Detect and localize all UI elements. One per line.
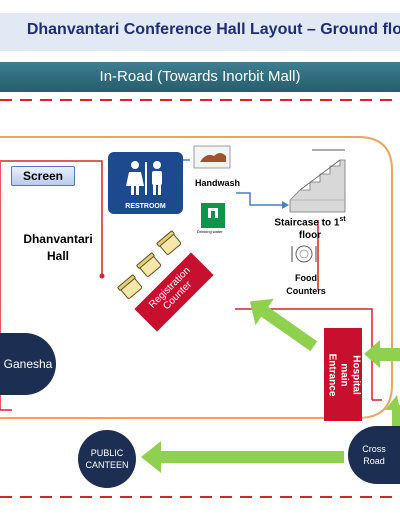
food-counters-label: Food Counters [286,273,326,296]
handwash-label: Handwash [195,178,241,188]
registration-chairs [117,230,182,299]
staircase-label-floor: floor [298,230,322,242]
in-road-label: In-Road (Towards Inorbit Mall) [99,68,301,85]
chair-1 [156,230,182,255]
hall-door-marker [99,273,105,279]
ganesha-marker: Ganesha [0,333,56,395]
ganesha-label: Ganesha [3,357,53,371]
hall-wall-line [0,160,103,276]
staircase-label: Staircase to 1st floor [260,213,360,242]
drinking-water-label: Drinking water [197,229,223,234]
staircase-connector-arrowhead [282,201,289,209]
staircase-label-sup: st [339,216,346,223]
public-canteen-marker: PUBLIC CANTEEN [78,430,136,488]
staircase-connector [236,192,282,206]
title-bar: Dhanvantari Conference Hall Layout – Gro… [0,13,400,51]
hall-label: Dhanvantari Hall [23,232,93,263]
food-counter-icon [291,245,317,263]
route-line [235,308,373,330]
chair-3 [117,274,143,299]
hospital-main-entrance: Hospital main Entrance [324,328,362,421]
screen-label: Screen [11,166,75,186]
restroom-label: RESTROOM [125,203,166,210]
staircase-icon [289,149,346,213]
cross-road-marker: Cross Road [348,426,400,484]
restroom-sign: RESTROOM [108,152,183,214]
chair-2 [136,252,162,277]
staircase-label-main: Staircase to 1 [274,217,340,229]
cross-road-label: Cross Road [362,444,386,466]
building-outline [0,136,393,419]
arrow-to-registration [249,298,318,352]
arrow-to-canteen [141,441,344,473]
page-title: Dhanvantari Conference Hall Layout – Gro… [26,21,400,38]
public-canteen-label: PUBLIC CANTEEN [85,448,129,470]
in-road-bar: In-Road (Towards Inorbit Mall) [0,62,400,92]
drinking-water-icon [201,203,225,228]
hospital-entrance-label: Hospital main Entrance [326,353,362,396]
handwash-icon [193,145,231,169]
restroom-people-icon [126,161,162,195]
arrow-into-entrance [364,340,400,368]
